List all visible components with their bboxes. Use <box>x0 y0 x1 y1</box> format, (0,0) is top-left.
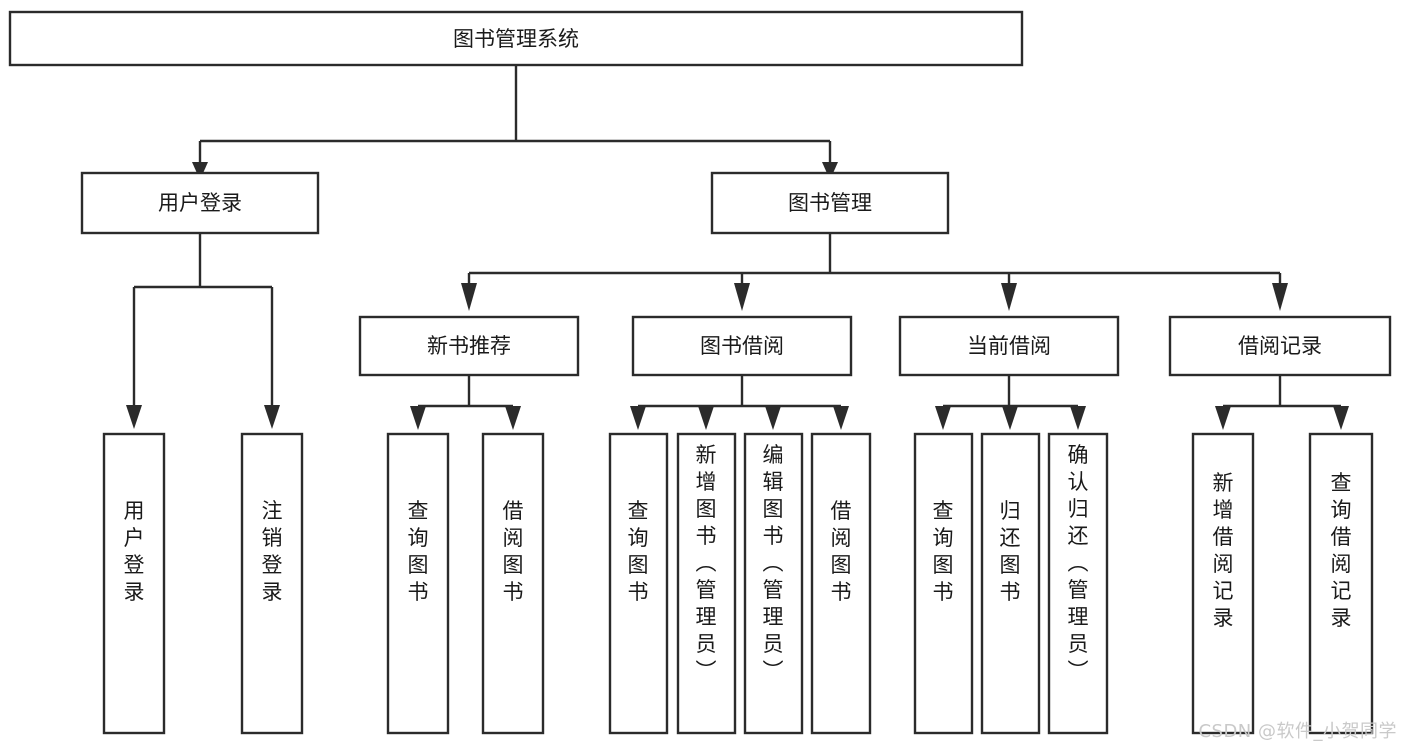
leaf-cb-confirm-return-box[interactable] <box>1047 432 1109 735</box>
node-user-login-label: 用户登录 <box>158 191 242 215</box>
connector-book-manage-to-level2 <box>467 233 1282 285</box>
arrowhead-user-login <box>192 162 208 180</box>
leaf-bb-add-book-box[interactable] <box>676 432 737 735</box>
leaf-user-login-label: 用户登录 <box>124 499 145 604</box>
csdn-watermark: CSDN @软件_小贺同学 <box>1198 721 1397 742</box>
arrowhead-leaf-br-add-record <box>1215 406 1231 430</box>
leaf-bb-add-book-label: 新增图书︵管理员︶ <box>696 443 717 683</box>
arrowhead-leaf-bb-edit-book <box>765 406 781 430</box>
leaf-cb-return-book-label: 归还图书 <box>1000 499 1021 604</box>
node-book-borrow-box[interactable] <box>631 315 853 377</box>
connector-root-to-level1 <box>198 65 832 165</box>
leaf-rec-borrow-book-box[interactable] <box>481 432 545 735</box>
node-user-login-box[interactable] <box>80 171 320 235</box>
arrowhead-leaf-cb-confirm-return <box>1070 406 1086 430</box>
leaf-user-login[interactable]: 用户登录 <box>102 432 166 735</box>
node-new-book-recommend-box[interactable] <box>358 315 580 377</box>
connector-layer <box>126 65 1349 430</box>
leaf-rec-borrow-book[interactable]: 借阅图书 <box>481 432 545 735</box>
arrowhead-leaf-user-login <box>126 405 142 429</box>
node-borrow-record[interactable]: 借阅记录 <box>1168 315 1392 377</box>
connector-borrow-record-to-leaves <box>1221 375 1343 412</box>
leaf-rec-query-book-box[interactable] <box>386 432 450 735</box>
node-current-borrow-box[interactable] <box>898 315 1120 377</box>
arrowhead-leaf-br-query-record <box>1333 406 1349 430</box>
leaf-cb-query-book-box[interactable] <box>913 432 974 735</box>
node-book-borrow[interactable]: 图书借阅 <box>631 315 853 377</box>
node-new-book-recommend[interactable]: 新书推荐 <box>358 315 580 377</box>
leaf-cb-return-book[interactable]: 归还图书 <box>980 432 1041 735</box>
leaf-cb-confirm-return-label: 确认归还︵管理员︶ <box>1068 443 1089 683</box>
arrowhead-leaf-rec-query-book <box>410 406 426 430</box>
arrowhead-leaf-bb-query-book <box>630 406 646 430</box>
node-current-borrow[interactable]: 当前借阅 <box>898 315 1120 377</box>
leaf-rec-query-book[interactable]: 查询图书 <box>386 432 450 735</box>
arrowhead-book-manage <box>822 162 838 180</box>
node-book-borrow-label: 图书借阅 <box>700 334 784 358</box>
leaf-br-add-record-label: 新增借阅记录 <box>1213 471 1234 630</box>
arrowhead-leaf-bb-borrow-book <box>833 406 849 430</box>
leaf-cb-query-book[interactable]: 查询图书 <box>913 432 974 735</box>
arrowhead-borrow-record <box>1272 283 1288 311</box>
arrowhead-leaf-cb-query-book <box>935 406 951 430</box>
leaf-bb-edit-book[interactable]: 编辑图书︵管理员︶ <box>743 432 804 735</box>
node-book-manage-label: 图书管理 <box>788 191 872 215</box>
arrowhead-leaf-logout <box>264 405 280 429</box>
connector-recommend-to-leaves <box>416 375 515 412</box>
node-book-manage-box[interactable] <box>710 171 950 235</box>
leaf-rec-borrow-book-label: 借阅图书 <box>503 499 524 604</box>
leaf-bb-add-book[interactable]: 新增图书︵管理员︶ <box>676 432 737 735</box>
leaf-br-add-record-box[interactable] <box>1191 432 1255 735</box>
leaf-rec-query-book-label: 查询图书 <box>408 499 429 604</box>
connector-user-login-to-leaves <box>132 233 274 408</box>
node-root-label: 图书管理系统 <box>453 27 579 51</box>
leaf-bb-borrow-book-label: 借阅图书 <box>831 499 852 604</box>
leaf-bb-query-book[interactable]: 查询图书 <box>608 432 669 735</box>
leaf-bb-borrow-book-box[interactable] <box>810 432 872 735</box>
leaf-bb-borrow-book[interactable]: 借阅图书 <box>810 432 872 735</box>
node-borrow-record-box[interactable] <box>1168 315 1392 377</box>
leaf-logout-box[interactable] <box>240 432 304 735</box>
leaf-logout[interactable]: 注销登录 <box>240 432 304 735</box>
arrowhead-book-borrow <box>734 283 750 311</box>
leaf-logout-label: 注销登录 <box>262 499 283 604</box>
leaf-bb-edit-book-box[interactable] <box>743 432 804 735</box>
leaf-br-query-record-label: 查询借阅记录 <box>1331 471 1352 630</box>
leaf-bb-query-book-label: 查询图书 <box>628 499 649 604</box>
node-current-borrow-label: 当前借阅 <box>967 334 1051 358</box>
leaf-cb-confirm-return[interactable]: 确认归还︵管理员︶ <box>1047 432 1109 735</box>
arrowhead-new-book-recommend <box>461 283 477 311</box>
node-book-manage[interactable]: 图书管理 <box>710 171 950 235</box>
node-root-box[interactable] <box>8 10 1024 67</box>
leaf-bb-query-book-box[interactable] <box>608 432 669 735</box>
arrowhead-leaf-rec-borrow-book <box>505 406 521 430</box>
arrowhead-leaf-bb-add-book <box>698 406 714 430</box>
arrowhead-leaf-cb-return-book <box>1002 406 1018 430</box>
node-new-book-recommend-label: 新书推荐 <box>427 334 511 358</box>
node-borrow-record-label: 借阅记录 <box>1238 334 1322 358</box>
node-root[interactable]: 图书管理系统 <box>8 10 1024 67</box>
arrowhead-current-borrow <box>1001 283 1017 311</box>
leaf-br-query-record-box[interactable] <box>1308 432 1374 735</box>
node-user-login[interactable]: 用户登录 <box>80 171 320 235</box>
leaf-bb-edit-book-label: 编辑图书︵管理员︶ <box>763 443 784 683</box>
connector-book-borrow-to-leaves <box>636 375 843 412</box>
leaf-br-query-record[interactable]: 查询借阅记录 <box>1308 432 1374 735</box>
leaf-cb-return-book-box[interactable] <box>980 432 1041 735</box>
leaf-user-login-box[interactable] <box>102 432 166 735</box>
leaf-br-add-record[interactable]: 新增借阅记录 <box>1191 432 1255 735</box>
leaf-cb-query-book-label: 查询图书 <box>933 499 954 604</box>
